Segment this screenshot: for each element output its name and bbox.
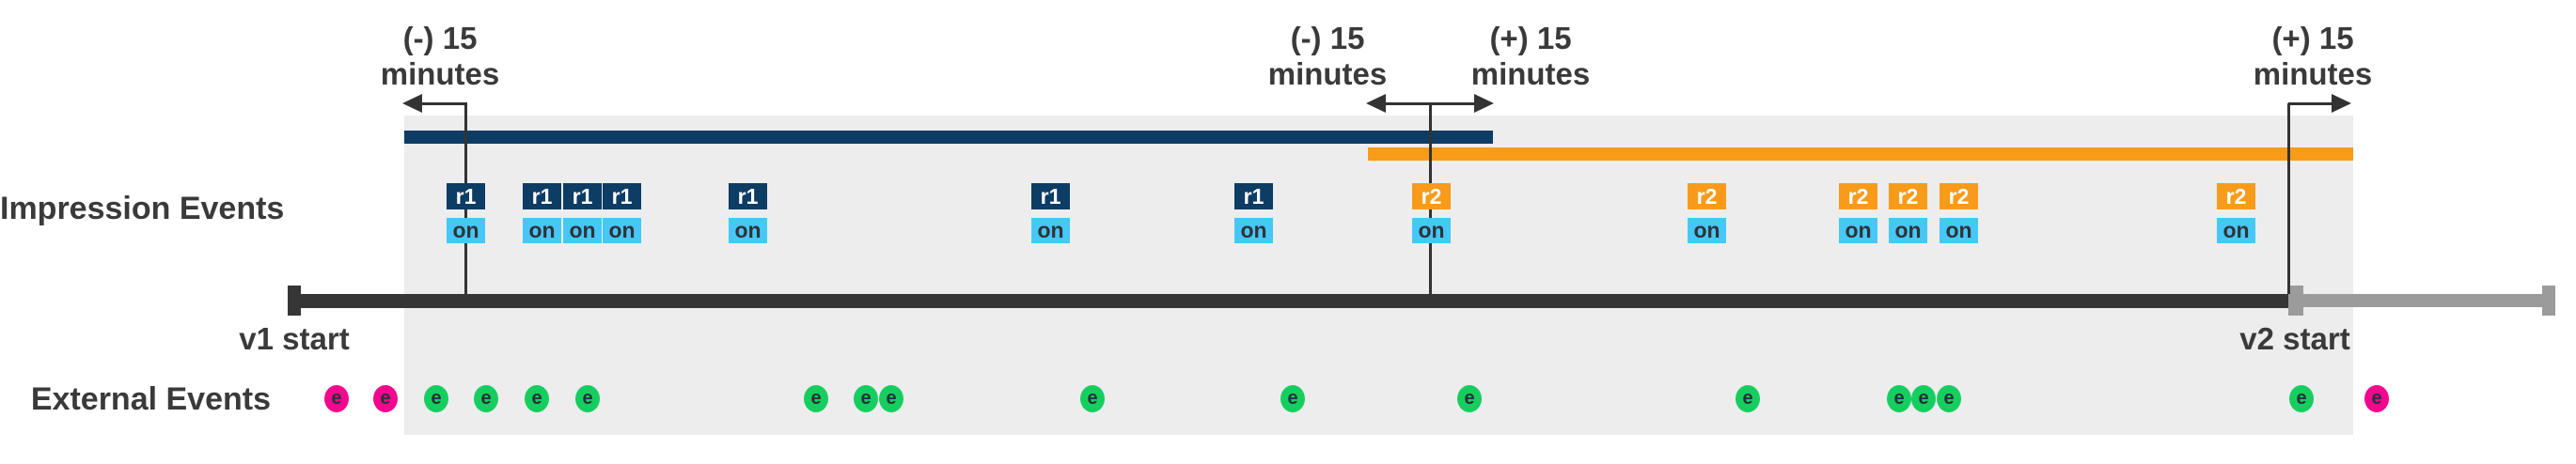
time-offset-line2: minutes <box>380 56 500 91</box>
impression-on-badge: on <box>523 218 561 243</box>
impression-on-badge: on <box>1940 218 1978 243</box>
external-event-dot-green: e <box>879 385 903 412</box>
r2-flight-bar <box>1368 147 2353 161</box>
arrowhead-left-icon <box>402 94 422 113</box>
impression-on-badge: on <box>1412 218 1451 243</box>
external-event-dot-green: e <box>1736 385 1760 412</box>
external-event-dot-green: e <box>804 385 828 412</box>
impression-on-badge: on <box>1889 218 1927 243</box>
v2-start-label: v2 start <box>2239 321 2350 356</box>
external-event-dot-pink: e <box>324 385 349 412</box>
external-event-dot-green: e <box>1937 385 1961 412</box>
time-offset-line2: minutes <box>1267 56 1388 91</box>
external-event-dot-green: e <box>1911 385 1936 412</box>
time-offset-line1: (+) 15 <box>2271 21 2354 55</box>
impression-event-r1-box: r1 <box>729 183 767 209</box>
impression-event-r1-box: r1 <box>1234 183 1273 209</box>
impression-on-badge: on <box>2217 218 2255 243</box>
impression-on-badge: on <box>603 218 641 243</box>
impression-event-r2-box: r2 <box>1839 183 1877 209</box>
external-event-dot-pink: e <box>2364 385 2389 412</box>
v1-start-label: v1 start <box>239 321 350 356</box>
external-event-dot-green: e <box>474 385 498 412</box>
external-event-dot-green: e <box>1887 385 1911 412</box>
impression-event-r2-box: r2 <box>1889 183 1927 209</box>
time-offset-line1: (+) 15 <box>1489 21 1572 55</box>
offset-arrow-line <box>419 102 467 105</box>
impression-event-r2-box: r2 <box>2217 183 2255 209</box>
external-event-dot-green: e <box>2289 385 2314 412</box>
offset-arrow-line <box>2288 102 2334 105</box>
external-event-dot-pink: e <box>373 385 398 412</box>
impression-event-r1-box: r1 <box>563 183 602 209</box>
impression-on-badge: on <box>729 218 767 243</box>
impression-event-r1-box: r1 <box>447 183 485 209</box>
external-event-dot-green: e <box>1280 385 1305 412</box>
r1-flight-bar <box>404 131 1493 144</box>
impression-on-badge: on <box>563 218 602 243</box>
offset-arrow-line <box>1383 102 1477 105</box>
post-v2-timeline-bar <box>2303 294 2543 307</box>
impression-event-r1-box: r1 <box>1031 183 1070 209</box>
external-event-dot-green: e <box>424 385 448 412</box>
external-event-dot-green: e <box>575 385 600 412</box>
external-event-dot-green: e <box>1080 385 1105 412</box>
impression-event-r1-box: r1 <box>523 183 561 209</box>
timeline-bar <box>294 294 2288 308</box>
arrowhead-right-icon <box>1474 94 1494 113</box>
impression-on-badge: on <box>1839 218 1877 243</box>
impression-events-row-label: Impression Events <box>0 191 285 226</box>
event-marker-line <box>2287 103 2290 294</box>
impression-event-r2-box: r2 <box>1412 183 1451 209</box>
arrowhead-left-icon <box>1366 94 1386 113</box>
external-events-row-label: External Events <box>30 381 271 417</box>
impression-event-r1-box: r1 <box>603 183 641 209</box>
external-event-dot-green: e <box>525 385 549 412</box>
v1-start-tick <box>288 286 301 316</box>
external-event-dot-green: e <box>854 385 878 412</box>
impression-on-badge: on <box>1031 218 1070 243</box>
impression-on-badge: on <box>1234 218 1273 243</box>
impression-on-badge: on <box>1688 218 1726 243</box>
experiment-window-backdrop <box>404 116 2353 435</box>
external-event-dot-green: e <box>1457 385 1482 412</box>
time-offset-line1: (-) 15 <box>402 21 478 55</box>
timeline-end-tick <box>2542 286 2555 316</box>
impression-event-r2-box: r2 <box>1940 183 1978 209</box>
impression-event-r2-box: r2 <box>1688 183 1726 209</box>
time-offset-line2: minutes <box>1470 56 1591 91</box>
impression-on-badge: on <box>447 218 485 243</box>
v2-start-tick <box>2288 286 2303 316</box>
arrowhead-right-icon <box>2332 94 2351 113</box>
time-offset-line1: (-) 15 <box>1290 21 1365 55</box>
time-offset-line2: minutes <box>2253 56 2373 91</box>
